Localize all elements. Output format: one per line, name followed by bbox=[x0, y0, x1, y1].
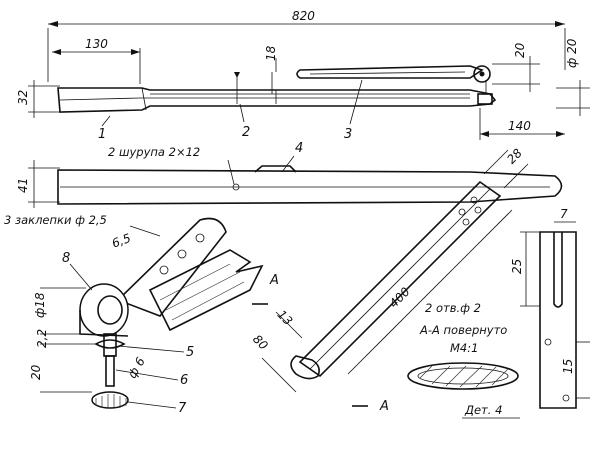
dim-phi18: ф18 bbox=[33, 292, 47, 318]
section-a-top: А bbox=[269, 273, 279, 288]
scale-note: М4:1 bbox=[450, 341, 478, 355]
dim-20-detail: 20 bbox=[29, 364, 43, 380]
section-a-bottom: А bbox=[379, 399, 389, 414]
part-3-label: 3 bbox=[344, 127, 352, 142]
dim-140: 140 bbox=[508, 119, 531, 133]
part-5-label: 5 bbox=[186, 345, 194, 360]
part-2-label: 2 bbox=[242, 125, 250, 140]
dim-32: 32 bbox=[16, 90, 30, 105]
dim-25: 25 bbox=[510, 259, 524, 274]
detail-4-view: 7 25 15 bbox=[510, 207, 590, 409]
part-6-label: 6 bbox=[180, 373, 188, 388]
section-note: А-А повернуто bbox=[419, 323, 507, 337]
dim-28: 28 bbox=[504, 146, 525, 167]
dim-80: 80 bbox=[250, 332, 271, 353]
hinge-detail: 3 заклепки ф 2,5 bbox=[4, 213, 264, 416]
dim-41: 41 bbox=[16, 178, 30, 193]
holes-note: 2 отв.ф 2 bbox=[425, 301, 481, 315]
section-aa: А-А повернуто М4:1 2 отв.ф 2 Дет. 4 bbox=[407, 301, 520, 419]
dim-820: 820 bbox=[292, 9, 315, 23]
part-8-label: 8 bbox=[62, 251, 70, 266]
dim-15: 15 bbox=[561, 359, 575, 374]
dim-18: 18 bbox=[264, 45, 278, 61]
dim-20-right: 20 bbox=[513, 42, 527, 58]
dim-2-2: 2,2 bbox=[35, 329, 49, 348]
detail-4-label: Дет. 4 bbox=[464, 403, 502, 417]
dim-13: 13 bbox=[275, 307, 296, 328]
rivets-note: 3 заклепки ф 2,5 bbox=[4, 213, 107, 227]
part-4-label: 4 bbox=[295, 141, 303, 156]
strip-view: 28 400 13 80 А А bbox=[250, 146, 529, 414]
screws-note: 2 шурупа 2×12 bbox=[108, 145, 200, 159]
top-view: 820 130 32 18 20 bbox=[16, 9, 590, 142]
part-1-label: 1 bbox=[98, 127, 106, 142]
dim-7: 7 bbox=[560, 207, 568, 221]
dim-6-5: 6,5 bbox=[110, 231, 133, 251]
dim-phi6: ф 6 bbox=[125, 355, 148, 381]
plan-view: 2 шурупа 2×12 4 41 bbox=[16, 141, 563, 208]
part-7-label: 7 bbox=[178, 401, 187, 416]
dim-dia-20: ф 20 bbox=[565, 38, 579, 68]
dim-130: 130 bbox=[85, 37, 108, 51]
